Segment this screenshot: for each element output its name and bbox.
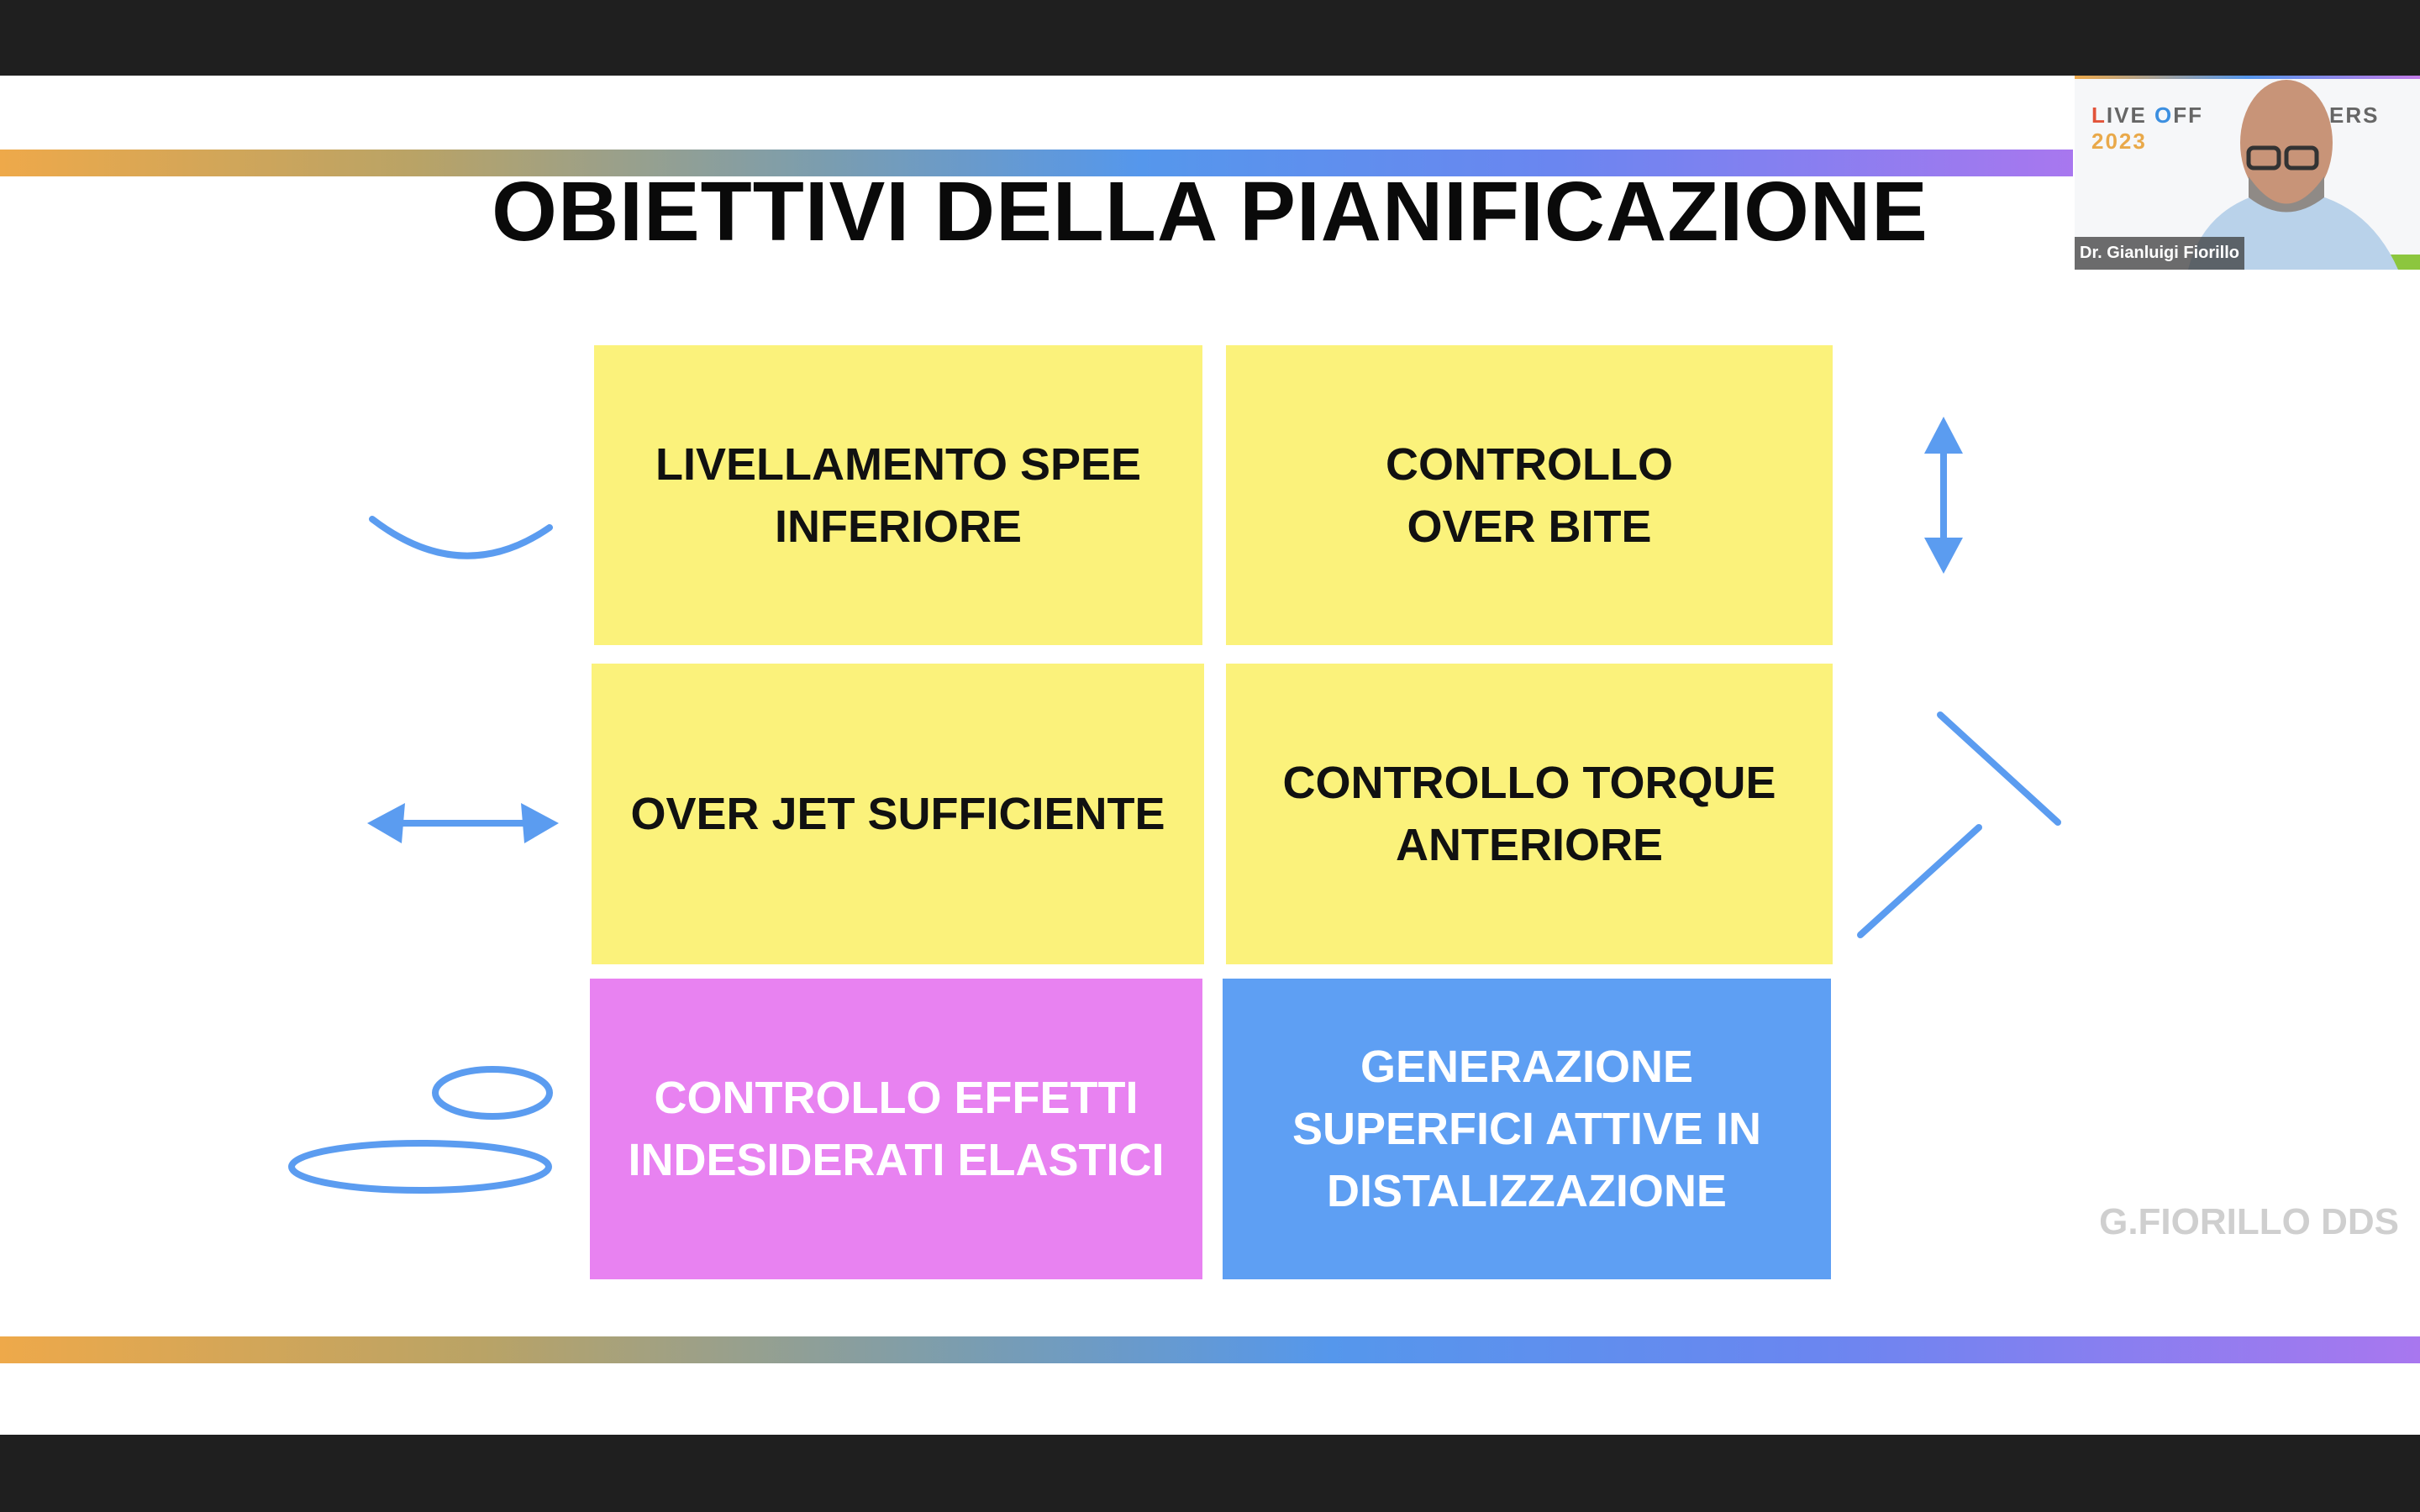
box-generazione-superfici: GENERAZIONE SUPERFICI ATTIVE IN DISTALIZZA… <box>1223 979 1831 1279</box>
box-text: CONTROLLO <box>1386 438 1673 490</box>
small-ellipse-icon <box>432 1066 553 1120</box>
box-over-jet: OVER JET SUFFICIENTE <box>592 664 1204 964</box>
box-controllo-effetti: CONTROLLO EFFETTI INDESIDERATI ELASTICI <box>590 979 1202 1279</box>
box-text: ANTERIORE <box>1395 820 1663 870</box>
box-controllo-torque: CONTROLLO TORQUE ANTERIORE <box>1226 664 1833 964</box>
diagonal-line-icon <box>1857 824 1982 938</box>
box-text: OVER BITE <box>1407 501 1652 552</box>
curve-icon <box>369 516 553 559</box>
box-text: CONTROLLO TORQUE <box>1282 758 1776 808</box>
presentation-slide <box>0 76 2420 1435</box>
box-text: GENERAZIONE <box>1360 1042 1694 1092</box>
diagonal-line-icon <box>1937 711 2061 826</box>
watermark: G.FIORILLO DDS <box>2099 1201 2399 1242</box>
box-text: LIVELLAMENTO SPEE <box>655 438 1142 490</box>
participant-name-label: Dr. Gianluigi Fiorillo <box>2075 237 2245 270</box>
box-text: SUPERFICI ATTIVE IN <box>1292 1104 1762 1154</box>
top-gradient-bar <box>0 150 2073 176</box>
box-text: CONTROLLO EFFETTI <box>654 1073 1139 1123</box>
slide-title: OBIETTIVI DELLA PIANIFICAZIONE <box>492 165 1928 259</box>
box-livellamento-spee: LIVELLAMENTO SPEE INFERIORE <box>594 345 1202 645</box>
box-text: OVER JET SUFFICIENTE <box>630 789 1165 839</box>
bottom-gradient-bar <box>0 1336 2420 1363</box>
box-text: DISTALIZZAZIONE <box>1327 1166 1727 1216</box>
box-text: INFERIORE <box>774 501 1022 552</box>
box-text: INDESIDERATI ELASTICI <box>628 1135 1165 1185</box>
large-ellipse-icon <box>288 1140 552 1194</box>
box-controllo-over-bite: CONTROLLO OVER BITE <box>1226 345 1833 645</box>
